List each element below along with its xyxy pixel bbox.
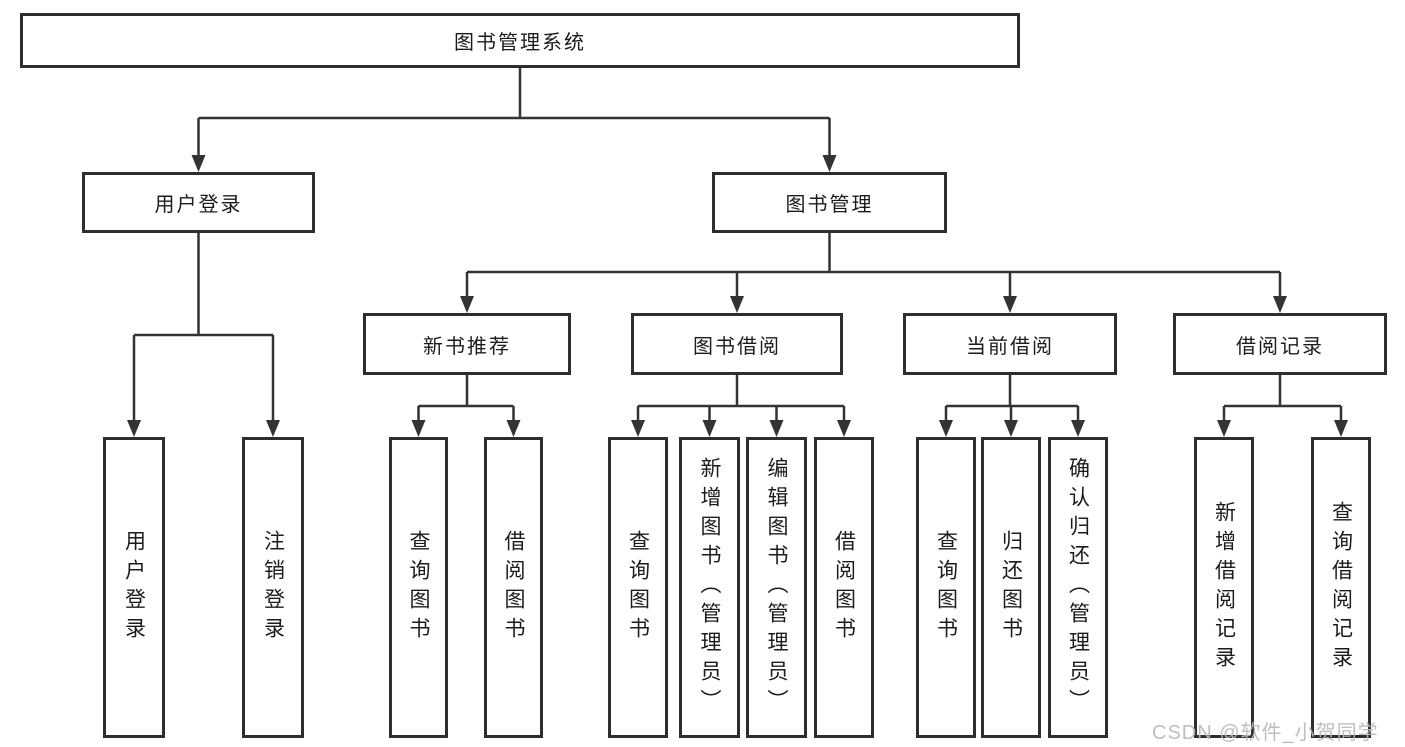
watermark: CSDN @软件_小贺同学	[1152, 722, 1379, 744]
leaf-query-books-borrow: 查询图书	[608, 437, 668, 738]
node-user-login: 用户登录	[82, 172, 315, 233]
leaf-edit-book-admin: 编辑图书（管理员）	[746, 437, 807, 738]
leaf-add-book-admin: 新增图书（管理员）	[679, 437, 740, 738]
node-book-borrowing: 图书借阅	[631, 313, 843, 375]
leaf-return-book: 归还图书	[981, 437, 1041, 738]
leaf-logout: 注销登录	[242, 437, 304, 738]
leaf-add-borrow-record: 新增借阅记录	[1194, 437, 1254, 738]
leaf-borrow-books-borrow: 借阅图书	[814, 437, 874, 738]
node-library-management-system: 图书管理系统	[20, 13, 1020, 68]
node-book-management: 图书管理	[712, 172, 947, 233]
leaf-borrow-books-newbook: 借阅图书	[484, 437, 543, 738]
leaf-query-borrow-record: 查询借阅记录	[1311, 437, 1371, 738]
node-borrowing-records: 借阅记录	[1173, 313, 1387, 375]
leaf-query-books-newbook: 查询图书	[389, 437, 448, 738]
node-new-book-recommendation: 新书推荐	[363, 313, 571, 375]
leaf-user-login: 用户登录	[103, 437, 165, 738]
leaf-confirm-return-admin: 确认归还（管理员）	[1048, 437, 1108, 738]
leaf-query-books-current: 查询图书	[916, 437, 976, 738]
node-current-borrowing: 当前借阅	[903, 313, 1117, 375]
